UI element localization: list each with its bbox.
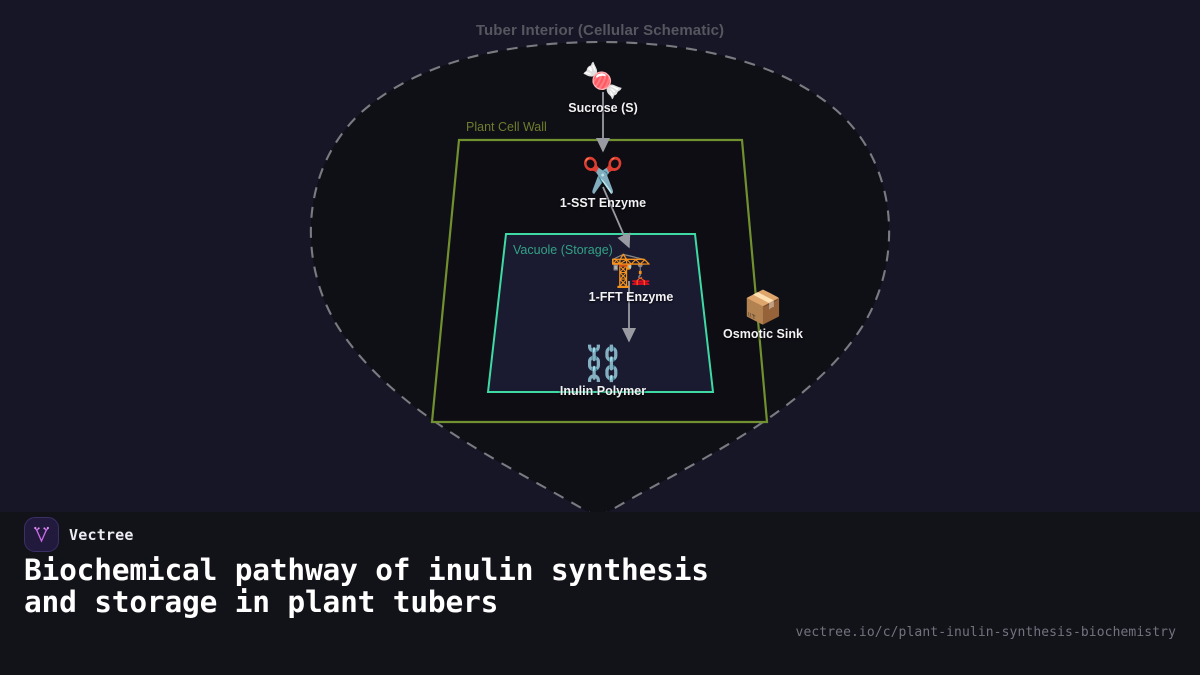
node-inulin-polymer[interactable]: ⛓️ Inulin Polymer <box>560 345 646 398</box>
candy-icon: 🍬 <box>581 62 625 100</box>
region-label-vacuole: Vacuole (Storage) <box>513 243 613 257</box>
node-label-1-sst-enzyme: 1-SST Enzyme <box>559 196 647 210</box>
node-1-sst-enzyme[interactable]: ✂️ 1-SST Enzyme <box>560 157 646 210</box>
chains-icon: ⛓️ <box>581 345 625 383</box>
diagram-canvas: Tuber Interior (Cellular Schematic) Plan… <box>309 22 891 512</box>
footer-url: vectree.io/c/plant-inulin-synthesis-bioc… <box>795 625 1176 640</box>
node-1-fft-enzyme[interactable]: 🏗️ 1-FFT Enzyme <box>589 251 674 304</box>
vacuole-shape <box>486 233 715 393</box>
crane-icon: 🏗️ <box>609 251 653 289</box>
arrow-sst-to-fft <box>602 186 631 249</box>
node-label-sucrose: Sucrose (S) <box>568 101 638 115</box>
node-sucrose[interactable]: 🍬 Sucrose (S) <box>568 62 637 115</box>
node-osmotic-sink[interactable]: 📦 Osmotic Sink <box>723 288 803 341</box>
node-label-osmotic-sink: Osmotic Sink <box>723 327 803 341</box>
node-label-inulin-polymer: Inulin Polymer <box>559 384 647 398</box>
page-title: Biochemical pathway of inulin synthesis … <box>24 553 709 619</box>
vectree-logo-icon <box>24 517 59 552</box>
scissors-icon: ✂️ <box>581 157 625 195</box>
scene-title: Tuber Interior (Cellular Schematic) <box>475 22 725 39</box>
brand-name: Vectree <box>69 525 134 544</box>
package-icon: 📦 <box>743 289 783 325</box>
node-label-1-fft-enzyme: 1-FFT Enzyme <box>588 290 674 304</box>
region-label-plant-cell-wall: Plant Cell Wall <box>466 120 547 134</box>
brand[interactable]: Vectree <box>24 517 134 552</box>
diagram-vector-layer <box>309 40 891 512</box>
footer-bar: Vectree Biochemical pathway of inulin sy… <box>0 512 1200 675</box>
